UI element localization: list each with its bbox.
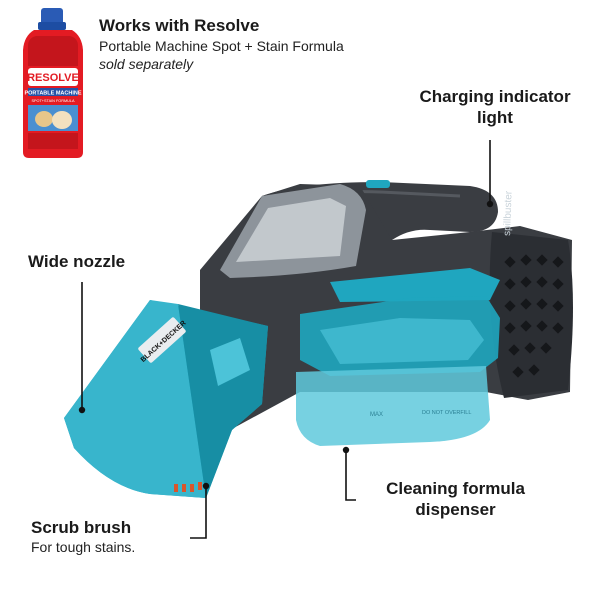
charging-label-line2: light: [477, 108, 513, 127]
wide-nozzle-label: Wide nozzle: [28, 252, 126, 271]
resolve-note: sold separately: [99, 56, 194, 72]
charging-label-line1: Charging indicator: [419, 87, 571, 106]
formula-leader-line: [345, 450, 356, 501]
bottle-line-text: PORTABLE MACHINE: [24, 91, 81, 97]
black-decker-badge: [138, 317, 186, 363]
scrub-brush-label: Scrub brush: [31, 518, 132, 537]
resolve-title: Works with Resolve: [99, 16, 260, 35]
scrub-leader-line: [190, 486, 207, 539]
tank-warning-label: DO NOT OVERFILL: [422, 410, 471, 416]
tank-max-label: MAX: [370, 412, 383, 418]
formula-label-line1: Cleaning formula: [386, 479, 525, 498]
charging-indicator-label: Charging indicator light: [395, 86, 595, 128]
bottle-brand-text: RESOLVE: [27, 72, 79, 84]
resolve-subtitle: Portable Machine Spot + Stain Formula: [99, 38, 344, 54]
scrub-brush-sub: For tough stains.: [31, 539, 136, 555]
spillbuster-side-label: spillbuster: [502, 190, 515, 236]
bottle-sub-text: SPOT+STAIN FORMULA: [31, 99, 75, 103]
cleaning-formula-label: Cleaning formula dispenser: [363, 478, 548, 520]
formula-label-line2: dispenser: [415, 500, 496, 519]
resolve-bottle-image: RESOLVE PORTABLE MACHINE SPOT+STAIN FORM…: [23, 8, 83, 158]
motor-vent: [489, 232, 573, 398]
formula-tank-lower: [296, 366, 490, 446]
